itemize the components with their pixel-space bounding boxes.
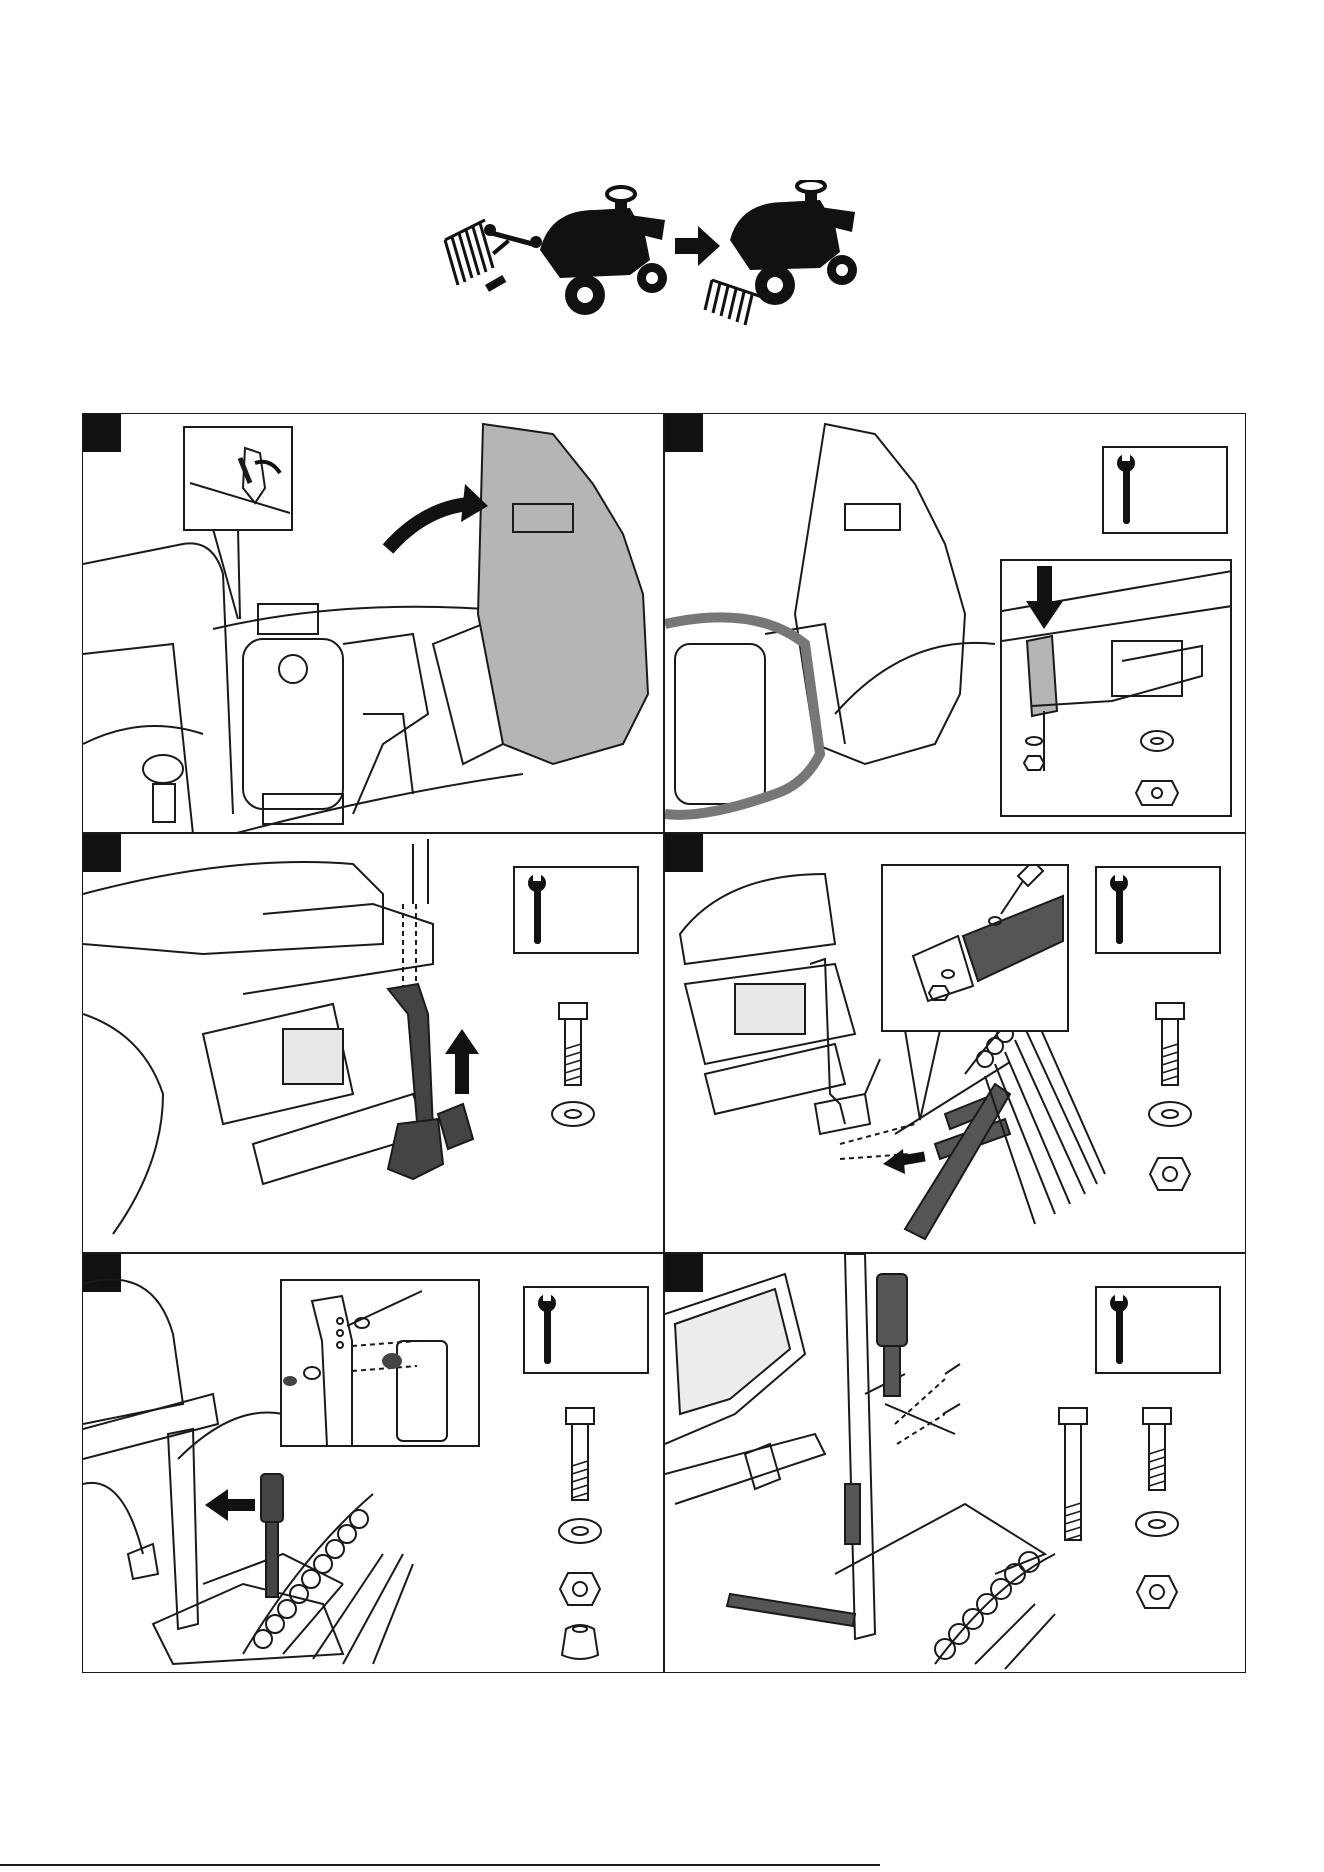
tractor-icon [540,187,667,315]
rake-tines [935,1552,1055,1669]
wrench-icon [1104,448,1226,532]
wrench-icon [1097,868,1219,952]
engine-hood [478,424,648,764]
tool-box [1095,1286,1221,1374]
washer-icon [555,1516,605,1546]
down-arrow-icon [1037,566,1052,606]
up-arrow-icon [455,1049,469,1094]
long-bolt-icon [1053,1404,1093,1544]
arrow-right-icon [675,226,720,266]
wrench-icon [525,1288,647,1372]
step-1-panel [82,413,664,833]
rotate-arrow-icon [388,504,468,549]
step-3-panel [82,833,664,1253]
nut-icon [558,1569,602,1609]
actuator [261,1474,283,1597]
wrench-icon [484,224,542,292]
latch-arrow-icon [255,462,280,473]
washer-icon [1141,731,1173,751]
step-2-panel [664,413,1246,833]
frame-detail-inset [881,864,1069,1032]
washer-icon [548,1099,598,1129]
step-4-panel [664,833,1246,1253]
bolt-icon [1137,1404,1177,1494]
bolt-icon [1150,999,1190,1089]
spacer-icon [558,1619,602,1663]
washer-icon [1132,1509,1182,1539]
wrench-icon [515,868,637,952]
bolt-icon [553,999,593,1089]
hood-latch-inset [183,426,293,531]
actuator-detail-inset [280,1279,480,1447]
tool-box [1102,446,1228,534]
nut-icon [1135,1572,1179,1612]
tool-box [513,866,639,954]
washer-icon [1145,1099,1195,1129]
bracket-detail-inset [1000,559,1232,817]
open-engine-hood-illustration [83,414,664,833]
wrench-icon [1097,1288,1219,1372]
tool-box [1095,866,1221,954]
nut-icon [1136,781,1178,805]
tractor-with-rake-icon [705,180,857,325]
header-illustration [430,180,880,330]
bolt-icon [560,1404,600,1504]
footer-rule [0,1864,880,1866]
step-5-panel [82,1253,664,1673]
step-6-panel [664,1253,1246,1673]
nut-icon [1148,1154,1192,1194]
link-bar [727,1594,855,1626]
tool-box [523,1286,649,1374]
bumper-frame [665,617,820,815]
